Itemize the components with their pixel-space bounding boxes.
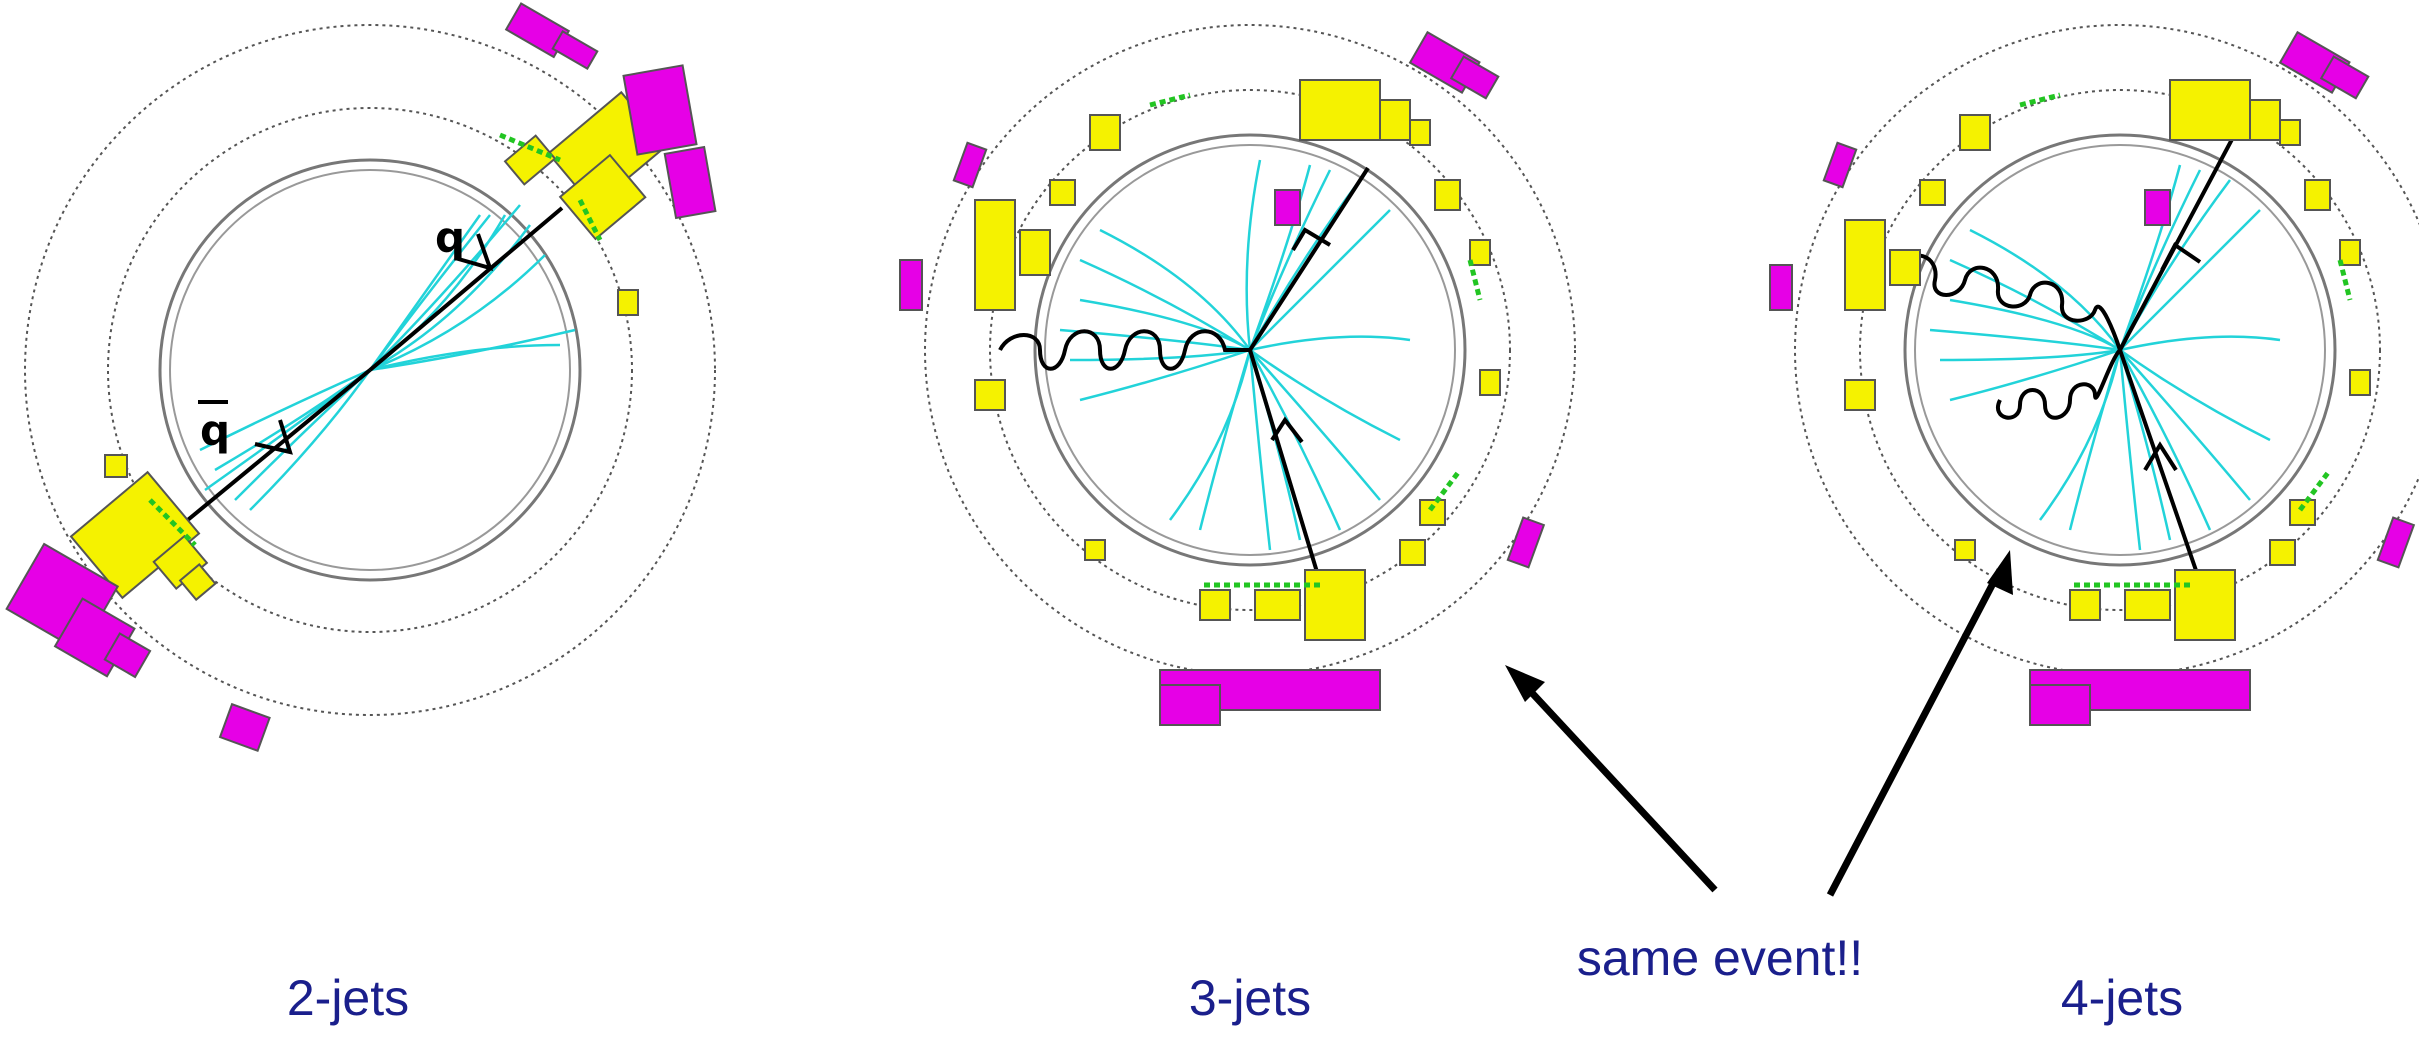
muon-hits — [1149, 92, 1483, 588]
quark-arrow-icon — [1291, 227, 1332, 252]
middle-dotted-ring — [989, 89, 1511, 611]
hadron-calorimeter-deposits — [5, 2, 717, 753]
quark-line — [2118, 127, 2240, 351]
muon-hits — [148, 132, 603, 547]
quark-label: q — [435, 213, 465, 262]
three-jet-event-display — [899, 24, 1576, 726]
four-jet-event-display — [1769, 24, 2419, 726]
tracker-outer-ring — [1033, 133, 1467, 567]
tracker-outer-ring — [158, 158, 582, 582]
middle-dotted-ring — [107, 107, 633, 633]
quark-arrow-icon — [454, 233, 494, 271]
muon-hits — [2019, 92, 2353, 588]
caption-three-jets: 3-jets — [1189, 970, 1311, 1026]
hadron-calorimeter-deposits — [1769, 30, 2416, 726]
em-calorimeter-deposits — [974, 79, 1501, 641]
quark-arrow-icon — [2160, 242, 2202, 271]
tracker-inner-ring — [1914, 144, 2326, 556]
arrowhead-four-jets-icon — [1987, 550, 2013, 595]
antiquark-label: q — [200, 406, 230, 455]
antiquark-line — [1248, 349, 1322, 583]
two-jet-event-display — [5, 2, 717, 753]
track-bundle — [1929, 164, 2281, 551]
tracker-outer-ring — [1903, 133, 2337, 567]
arrowhead-three-jets-icon — [1505, 665, 1545, 702]
antiquark-arrow-icon — [2143, 441, 2178, 472]
arrow-to-four-jets — [1826, 568, 2004, 897]
same-event-arrows — [1505, 550, 2013, 897]
tracker-inner-ring — [169, 169, 571, 571]
caption-four-jets: 4-jets — [2061, 970, 2183, 1026]
track-bundle — [1059, 159, 1411, 551]
antiquark-arrow-icon — [254, 419, 293, 455]
em-calorimeter-deposits — [1844, 79, 2371, 641]
quark-line — [368, 206, 564, 372]
caption-two-jets: 2-jets — [287, 970, 409, 1026]
outer-dotted-ring — [24, 24, 716, 716]
tracker-inner-ring — [1044, 144, 1456, 556]
middle-dotted-ring — [1859, 89, 2381, 611]
antiquark-arrow-icon — [1270, 416, 1304, 444]
outer-dotted-ring — [924, 24, 1576, 676]
quark-line — [1248, 166, 1370, 352]
antiquark-line — [2118, 349, 2202, 583]
hadron-calorimeter-deposits — [899, 30, 1546, 726]
arrow-to-three-jets — [1517, 677, 1718, 893]
gluon-line — [998, 329, 1250, 371]
same-event-annotation: same event!! — [1577, 930, 1863, 986]
gluon-line-upper — [1898, 253, 2122, 351]
gluon-line-lower — [1996, 348, 2122, 420]
